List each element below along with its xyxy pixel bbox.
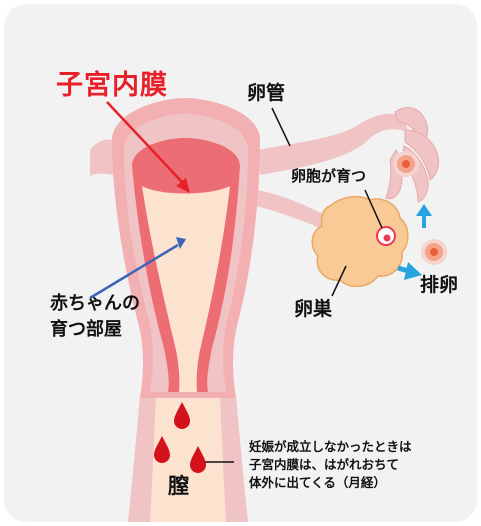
endometrium-title: 子宮内膜 [56,63,168,102]
oviduct-label: 卵管 [247,78,285,105]
vagina-label: 膣 [168,470,189,500]
menstruation-note: 妊娠が成立しなかったときは 子宮内膜は、はがれおちて 体外に出てくる（月経） [249,438,412,492]
ovary-label: 卵巣 [294,294,332,321]
note-line-2: 子宮内膜は、はがれおちて [249,456,412,474]
follicle-label: 卵胞が育つ [291,165,366,186]
egg-cell-icon [421,239,447,265]
ovulation-label: 排卵 [420,270,458,297]
note-line-1: 妊娠が成立しなかったときは [249,438,412,456]
baby-room-label: 赤ちゃんの 育つ部屋 [50,291,140,343]
baby-room-label-line1: 赤ちゃんの [50,291,140,317]
follicle-egg-icon [377,227,395,245]
egg-cell-icon [393,151,419,177]
note-line-3: 体外に出てくる（月経） [249,474,412,492]
baby-room-label-line2: 育つ部屋 [50,317,140,343]
